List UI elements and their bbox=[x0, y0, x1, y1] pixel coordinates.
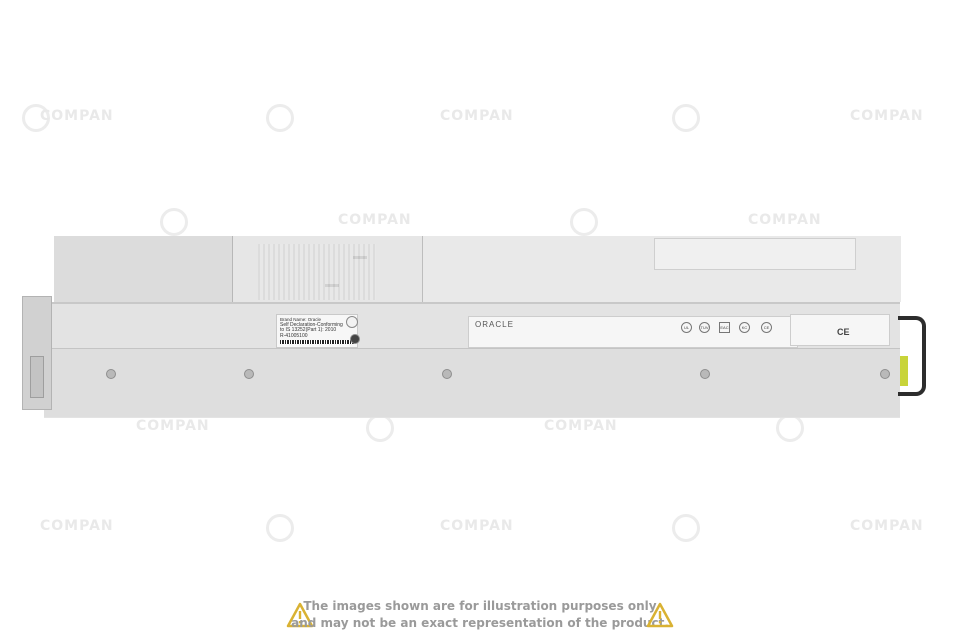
ce-mark-icon: CE bbox=[761, 322, 772, 333]
watermark: COMPAN bbox=[40, 108, 114, 124]
ce-compliance-label: CE bbox=[790, 314, 890, 346]
label-brand-line: Brand Name: Oracle bbox=[280, 317, 322, 322]
watermark: COMPAN bbox=[850, 518, 924, 534]
oracle-compliance-label: ORACLE UL TUV EAC KC CE bbox=[468, 316, 798, 348]
disclaimer-text: The images shown are for illustration pu… bbox=[0, 598, 960, 632]
watermark: COMPAN bbox=[748, 212, 822, 228]
top-vent bbox=[258, 244, 376, 300]
top-compliance-label bbox=[654, 238, 856, 270]
watermark: COMPAN bbox=[850, 108, 924, 124]
ul-mark-icon: UL bbox=[681, 322, 692, 333]
watermark: COMPAN bbox=[338, 212, 412, 228]
label-standard-line: to IS 13252(Part 1): 2010 bbox=[280, 327, 337, 333]
watermark-logo-icon bbox=[266, 104, 294, 132]
front-panel-lower bbox=[44, 348, 900, 417]
watermark: COMPAN bbox=[40, 518, 114, 534]
locator-button[interactable] bbox=[346, 316, 358, 328]
watermark: COMPAN bbox=[544, 418, 618, 434]
watermark-logo-icon bbox=[366, 414, 394, 442]
watermark: COMPAN bbox=[440, 518, 514, 534]
warning-icon bbox=[646, 602, 674, 628]
tuv-mark-icon: TUV bbox=[699, 322, 710, 333]
oracle-logo: ORACLE bbox=[475, 320, 514, 329]
power-button[interactable] bbox=[350, 334, 360, 344]
watermark-logo-icon bbox=[266, 514, 294, 542]
warning-icon bbox=[286, 602, 314, 628]
disclaimer-line-2: and may not be an exact representation o… bbox=[291, 616, 669, 630]
watermark-logo-icon bbox=[160, 208, 188, 236]
eac-mark-icon: EAC bbox=[719, 322, 730, 333]
watermark-logo-icon bbox=[672, 514, 700, 542]
watermark: COMPAN bbox=[136, 418, 210, 434]
kc-mark-icon: KC bbox=[739, 322, 750, 333]
label-registration-line: R-41005100 bbox=[280, 332, 308, 339]
watermark: COMPAN bbox=[440, 108, 514, 124]
watermark-logo-icon bbox=[22, 104, 50, 132]
watermark-logo-icon bbox=[776, 414, 804, 442]
handle-latch[interactable] bbox=[900, 356, 908, 386]
watermark-logo-icon bbox=[570, 208, 598, 236]
watermark-logo-icon bbox=[672, 104, 700, 132]
server-chassis: Brand Name: Oracle Self Declaration-Conf… bbox=[22, 236, 926, 418]
disclaimer-line-1: The images shown are for illustration pu… bbox=[303, 599, 657, 613]
barcode bbox=[280, 340, 354, 344]
label-declaration-line: Self Declaration-Conforming bbox=[280, 321, 343, 328]
rack-ear-tab bbox=[30, 356, 44, 398]
pull-handle[interactable] bbox=[898, 316, 926, 396]
ce-mark: CE bbox=[837, 327, 850, 337]
india-compliance-label: Brand Name: Oracle Self Declaration-Conf… bbox=[276, 314, 358, 348]
